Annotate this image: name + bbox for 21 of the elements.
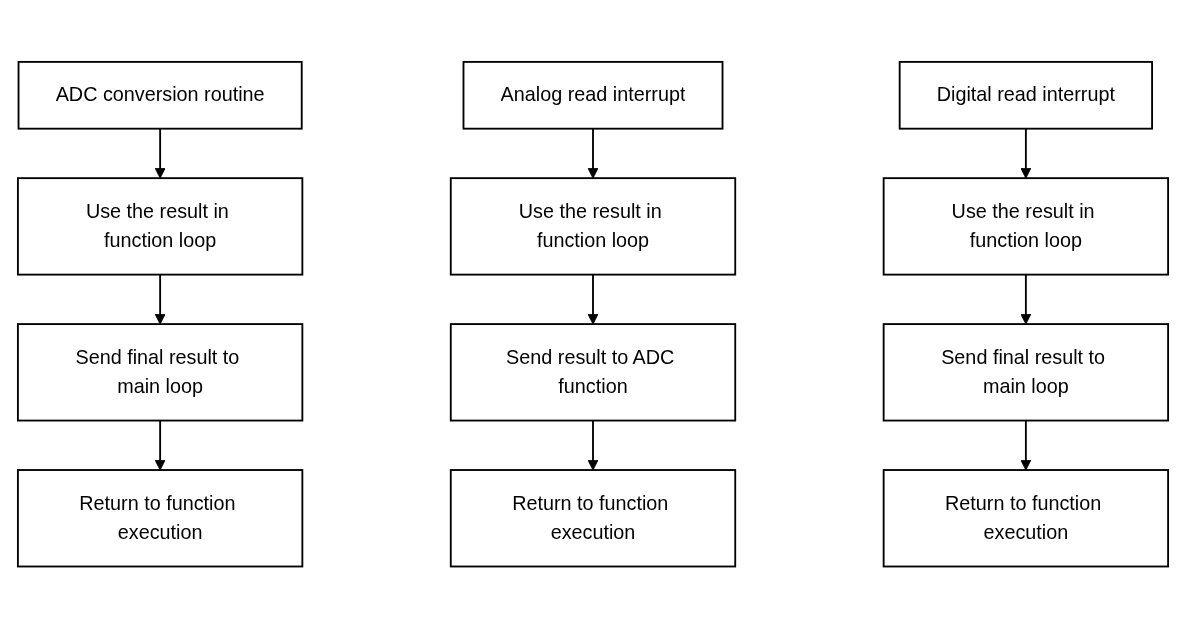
- node-box: Use the result in function loop: [449, 177, 737, 276]
- node-box: Send final result to main loop: [16, 323, 304, 422]
- arrow: [154, 274, 166, 325]
- node-box: Return to function execution: [449, 469, 737, 568]
- arrow: [587, 274, 599, 325]
- node-box: Digital read interrupt: [898, 61, 1153, 130]
- arrow: [1020, 128, 1032, 179]
- arrow: [154, 419, 166, 471]
- node-box: Send result to ADC function: [449, 323, 737, 422]
- arrow: [587, 128, 599, 179]
- arrow: [1020, 274, 1032, 325]
- arrow: [154, 128, 166, 179]
- node-box: Send final result to main loop: [882, 323, 1170, 422]
- arrow: [1020, 419, 1032, 471]
- node-box: Analog read interrupt: [462, 61, 724, 130]
- node-box: ADC conversion routine: [17, 61, 303, 130]
- node-box: Use the result in function loop: [882, 177, 1170, 276]
- arrow: [587, 419, 599, 471]
- node-box: Return to function execution: [16, 469, 304, 568]
- node-box: Return to function execution: [882, 469, 1170, 568]
- node-box: Use the result in function loop: [16, 177, 304, 276]
